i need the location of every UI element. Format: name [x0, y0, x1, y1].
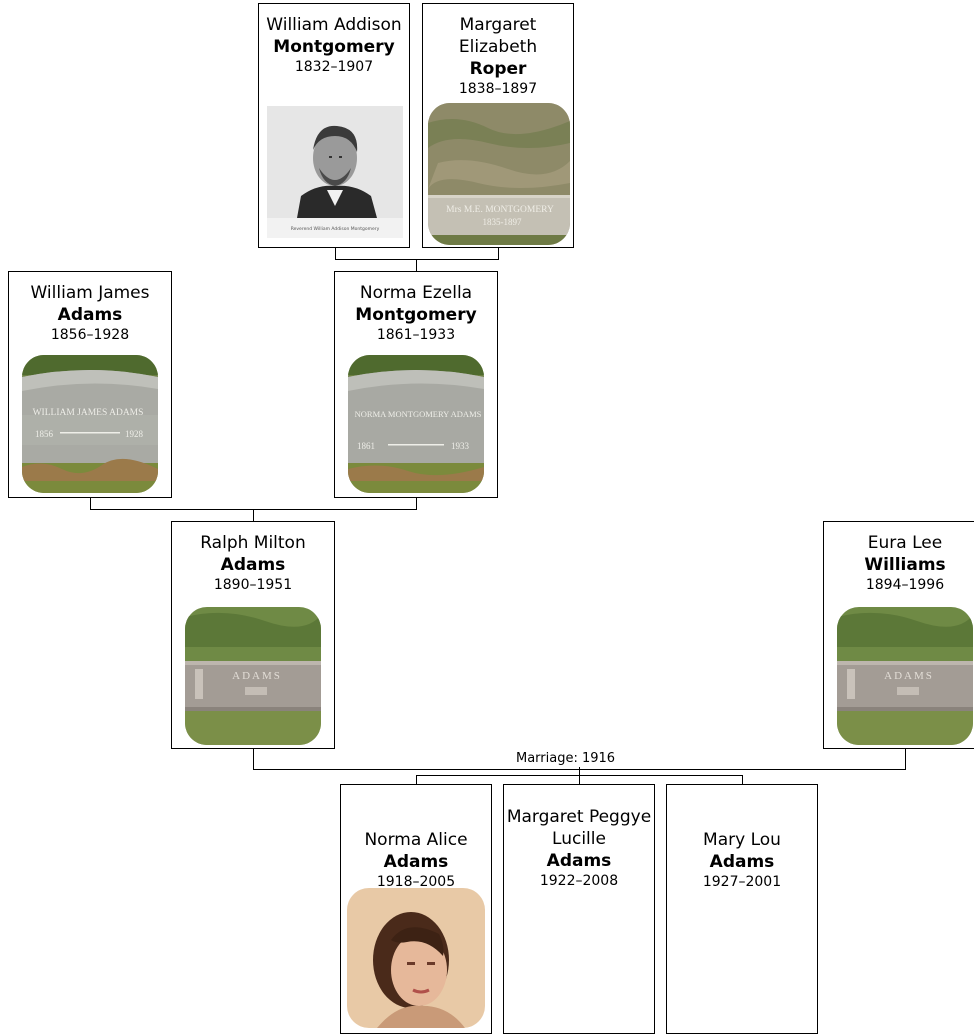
- given-name: Norma Alice: [364, 830, 468, 850]
- gravestone-photo: WILLIAM JAMES ADAMS 1856 1928: [22, 355, 158, 493]
- given-name: Mary Lou: [703, 830, 781, 850]
- portrait-photo: Reverend William Addison Montgomery: [267, 106, 403, 238]
- surname: Montgomery: [273, 37, 395, 57]
- life-dates: 1890–1951: [213, 577, 293, 593]
- gravestone-inscription: 1928: [125, 429, 144, 439]
- life-dates: 1838–1897: [458, 81, 538, 97]
- gravestone-inscription: Mrs M.E. MONTGOMERY: [446, 205, 554, 215]
- person-card-eura-lee-williams[interactable]: Eura Lee Williams 1894–1996 ADAMS: [823, 521, 974, 749]
- gravestone-photo: Mrs M.E. MONTGOMERY 1835-1897: [428, 103, 570, 245]
- person-card-norma-ezella-montgomery[interactable]: Norma Ezella Montgomery 1861–1933 NORMA …: [334, 271, 498, 498]
- life-dates: 1856–1928: [50, 327, 130, 343]
- portrait-photo: [347, 888, 485, 1028]
- person-card-william-addison-montgomery[interactable]: William Addison Montgomery 1832–1907 Rev…: [258, 3, 410, 248]
- gravestone-inscription: NORMA MONTGOMERY ADAMS: [355, 409, 482, 419]
- given-name: William James: [30, 283, 150, 303]
- gravestone-inscription: WILLIAM JAMES ADAMS: [33, 408, 144, 418]
- connector: [335, 259, 499, 260]
- connector: [579, 775, 580, 784]
- connector: [416, 497, 417, 509]
- connector: [742, 775, 743, 784]
- gravestone-inscription: 1856: [35, 429, 54, 439]
- marriage-label: Marriage: 1916: [514, 751, 618, 767]
- gravestone-inscription: ADAMS: [232, 670, 282, 682]
- photo-caption: Reverend William Addison Montgomery: [291, 226, 380, 232]
- gravestone-inscription: ADAMS: [884, 670, 934, 682]
- given-name: Eura Lee: [867, 533, 943, 553]
- surname: Adams: [220, 555, 286, 575]
- connector: [579, 762, 580, 776]
- person-card-ralph-milton-adams[interactable]: Ralph Milton Adams 1890–1951 ADAMS: [171, 521, 335, 749]
- connector: [253, 748, 254, 769]
- surname: Adams: [709, 852, 775, 872]
- connector: [253, 509, 254, 522]
- life-dates: 1894–1996: [865, 577, 945, 593]
- gravestone-inscription: 1861: [357, 441, 375, 451]
- gravestone-photo: ADAMS: [837, 607, 973, 745]
- surname: Williams: [864, 555, 946, 575]
- given-name: Margaret Elizabeth: [458, 15, 538, 57]
- surname: Adams: [57, 305, 123, 325]
- connector: [498, 247, 499, 259]
- surname: Adams: [546, 851, 612, 871]
- life-dates: 1918–2005: [376, 874, 456, 890]
- given-name: William Addison: [266, 15, 402, 35]
- gravestone-inscription: 1835-1897: [483, 217, 522, 227]
- given-name: Ralph Milton: [200, 533, 306, 553]
- connector: [416, 775, 417, 784]
- gravestone-photo: NORMA MONTGOMERY ADAMS 1861 1933: [348, 355, 484, 493]
- person-card-norma-alice-adams[interactable]: Norma Alice Adams 1918–2005: [340, 784, 492, 1034]
- given-name: Norma Ezella: [359, 283, 473, 303]
- person-card-mary-lou-adams[interactable]: Mary Lou Adams 1927–2001: [666, 784, 818, 1034]
- person-card-william-james-adams[interactable]: William James Adams 1856–1928 WILLIAM JA…: [8, 271, 172, 498]
- connector: [90, 497, 91, 509]
- connector: [905, 748, 906, 769]
- surname: Adams: [383, 852, 449, 872]
- life-dates: 1832–1907: [294, 59, 374, 75]
- life-dates: 1922–2008: [539, 873, 619, 889]
- given-name: Margaret Peggye Lucille: [506, 807, 652, 849]
- gravestone-inscription: 1933: [451, 441, 470, 451]
- gravestone-photo: ADAMS: [185, 607, 321, 745]
- surname: Roper: [469, 59, 527, 79]
- person-card-margaret-elizabeth-roper[interactable]: Margaret Elizabeth Roper 1838–1897 Mrs M…: [422, 3, 574, 248]
- life-dates: 1861–1933: [376, 327, 456, 343]
- person-card-margaret-peggye-lucille-adams[interactable]: Margaret Peggye Lucille Adams 1922–2008: [503, 784, 655, 1034]
- connector: [416, 259, 417, 272]
- connector: [335, 247, 336, 259]
- life-dates: 1927–2001: [702, 874, 782, 890]
- surname: Montgomery: [355, 305, 477, 325]
